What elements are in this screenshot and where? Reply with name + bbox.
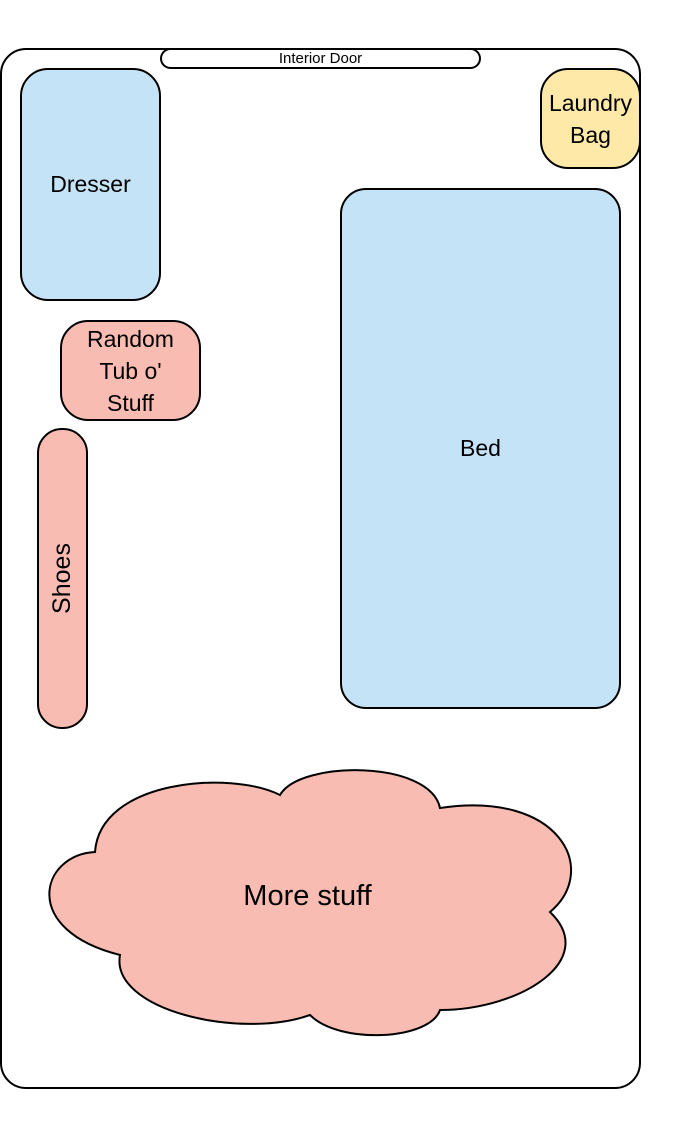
cloud-shape <box>48 769 573 1037</box>
tub-label-line2: Tub o' <box>99 357 162 384</box>
dresser-label: Dresser <box>50 171 131 197</box>
dresser: Dresser <box>20 68 161 301</box>
tub-label-line1: Random <box>87 325 174 352</box>
more-stuff-label: More stuff <box>243 880 372 912</box>
bed-label: Bed <box>460 435 501 461</box>
tub-label-line3: Stuff <box>107 389 154 416</box>
laundry-label-line2: Bag <box>570 121 611 148</box>
shoes: Shoes <box>37 428 88 729</box>
interior-door: Interior Door <box>160 48 481 69</box>
door-label: Interior Door <box>278 50 363 67</box>
laundry-label-line1: Laundry <box>548 89 633 116</box>
bed: Bed <box>340 188 621 709</box>
